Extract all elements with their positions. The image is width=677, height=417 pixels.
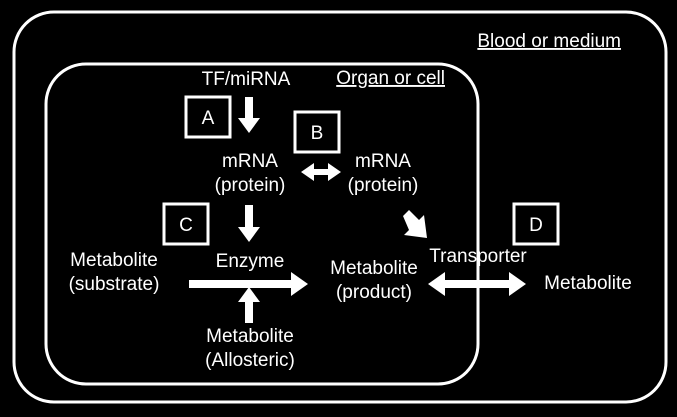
enzyme-label: Enzyme <box>216 251 285 272</box>
allosteric-line2: (Allosteric) <box>205 350 295 371</box>
arrow-mrna-to-enzyme <box>238 205 260 242</box>
svg-text:B: B <box>311 123 324 144</box>
box-a: A <box>184 95 232 139</box>
organ-or-cell-region <box>44 62 480 386</box>
arrow-allosteric-to-reaction <box>238 287 260 323</box>
mrna-left-line2: (protein) <box>215 175 286 196</box>
arrow-tf-to-mrna <box>238 97 260 133</box>
arrow-transport-bidirectional <box>428 272 526 296</box>
arrow-substrate-to-product <box>189 272 308 296</box>
substrate-line1: Metabolite <box>70 250 158 271</box>
box-b: B <box>293 110 341 154</box>
tf-mirna-label: TF/miRNA <box>202 69 291 90</box>
inner-region-title: Organ or cell <box>336 68 445 89</box>
arrow-mrna-bidirectional <box>301 163 341 181</box>
arrow-mrna-to-transporter <box>403 210 427 238</box>
allosteric-line1: Metabolite <box>206 326 294 347</box>
external-metabolite-label: Metabolite <box>544 273 632 294</box>
substrate-line2: (substrate) <box>69 274 160 295</box>
product-line1: Metabolite <box>330 258 418 279</box>
svg-text:D: D <box>529 215 543 236</box>
mrna-right-line2: (protein) <box>348 175 419 196</box>
svg-text:C: C <box>179 215 193 236</box>
box-d: D <box>512 202 560 246</box>
blood-or-medium-region <box>12 10 668 404</box>
transporter-label: Transporter <box>429 246 527 267</box>
mrna-left-line1: mRNA <box>222 151 278 172</box>
box-c: C <box>162 202 210 246</box>
product-line2: (product) <box>336 282 412 303</box>
svg-text:A: A <box>202 108 215 129</box>
outer-region-title: Blood or medium <box>477 31 621 52</box>
mrna-right-line1: mRNA <box>355 151 411 172</box>
